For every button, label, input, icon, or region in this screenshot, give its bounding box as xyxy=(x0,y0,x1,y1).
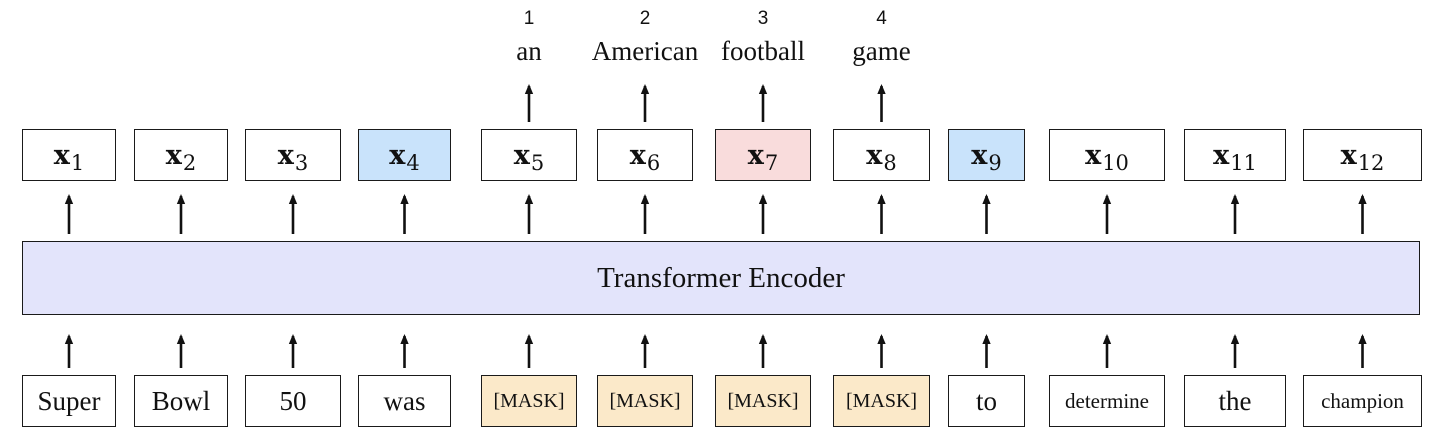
output-vector-symbol: x xyxy=(1340,139,1357,171)
input-token-label: determine xyxy=(1065,388,1149,413)
input-token-label: Bowl xyxy=(151,385,211,416)
output-vector-symbol: x xyxy=(53,139,70,171)
input-token-box: Super xyxy=(22,375,116,427)
output-vector-subscript: 9 xyxy=(988,151,1002,175)
transformer-encoder-label: Transformer Encoder xyxy=(597,261,845,294)
input-token-label: [MASK] xyxy=(845,389,918,412)
mask-token-box: [MASK] xyxy=(597,375,693,427)
transformer-encoder-box: Transformer Encoder xyxy=(22,241,1420,315)
output-vector-subscript: 3 xyxy=(294,151,309,175)
input-token-label: [MASK] xyxy=(493,389,565,412)
prediction-rank-label: 4 xyxy=(876,8,887,29)
output-vector-symbol: x xyxy=(629,139,646,171)
input-token-label: 50 xyxy=(279,385,307,416)
mask-token-box: [MASK] xyxy=(481,375,577,427)
output-vector-symbol: x xyxy=(866,139,883,171)
output-vector-subscript: 1 xyxy=(70,151,85,175)
output-vector-symbol: x xyxy=(971,139,988,171)
input-token-box: was xyxy=(358,375,451,427)
output-vector-symbol: x xyxy=(389,139,406,171)
input-token-label: [MASK] xyxy=(727,389,799,412)
input-token-label: the xyxy=(1218,385,1252,416)
predicted-word-label: an xyxy=(516,36,542,66)
input-token-label: to xyxy=(975,385,997,416)
prediction-rank-label: 1 xyxy=(523,8,535,29)
output-vector-subscript: 12 xyxy=(1357,151,1385,175)
output-vector-subscript: 4 xyxy=(406,151,420,175)
output-vector-subscript: 2 xyxy=(182,151,197,175)
input-token-label: [MASK] xyxy=(609,389,681,412)
output-vector-symbol: x xyxy=(165,139,182,171)
prediction-rank-label: 2 xyxy=(639,8,651,29)
predicted-word-label: game xyxy=(852,36,911,66)
output-vector-symbol: x xyxy=(513,139,530,171)
prediction-rank-label: 3 xyxy=(757,8,769,29)
output-vector-symbol: x xyxy=(1085,139,1102,171)
input-token-box: Bowl xyxy=(134,375,228,427)
output-vector-symbol: x xyxy=(1213,139,1230,171)
output-vector-subscript: 10 xyxy=(1102,151,1129,175)
input-token-label: was xyxy=(383,385,426,416)
output-vector-subscript: 5 xyxy=(530,151,545,175)
input-token-label: champion xyxy=(1321,388,1404,413)
input-token-box: 50 xyxy=(245,375,341,427)
output-vector-subscript: 6 xyxy=(646,151,661,175)
input-token-box: determine xyxy=(1049,375,1165,427)
mask-token-box: [MASK] xyxy=(833,375,930,427)
predicted-word-label: American xyxy=(591,36,699,66)
output-vector-subscript: 11 xyxy=(1230,151,1257,175)
input-token-box: to xyxy=(948,375,1025,427)
output-vector-symbol: x xyxy=(277,139,294,171)
output-vector-subscript: 7 xyxy=(764,151,779,175)
input-token-label: Super xyxy=(37,385,101,416)
mask-token-box: [MASK] xyxy=(715,375,811,427)
input-token-box: the xyxy=(1184,375,1286,427)
input-token-box: champion xyxy=(1303,375,1422,427)
output-vector-subscript: 8 xyxy=(883,151,897,175)
output-vector-symbol: x xyxy=(747,139,764,171)
predicted-word-label: football xyxy=(721,36,805,66)
